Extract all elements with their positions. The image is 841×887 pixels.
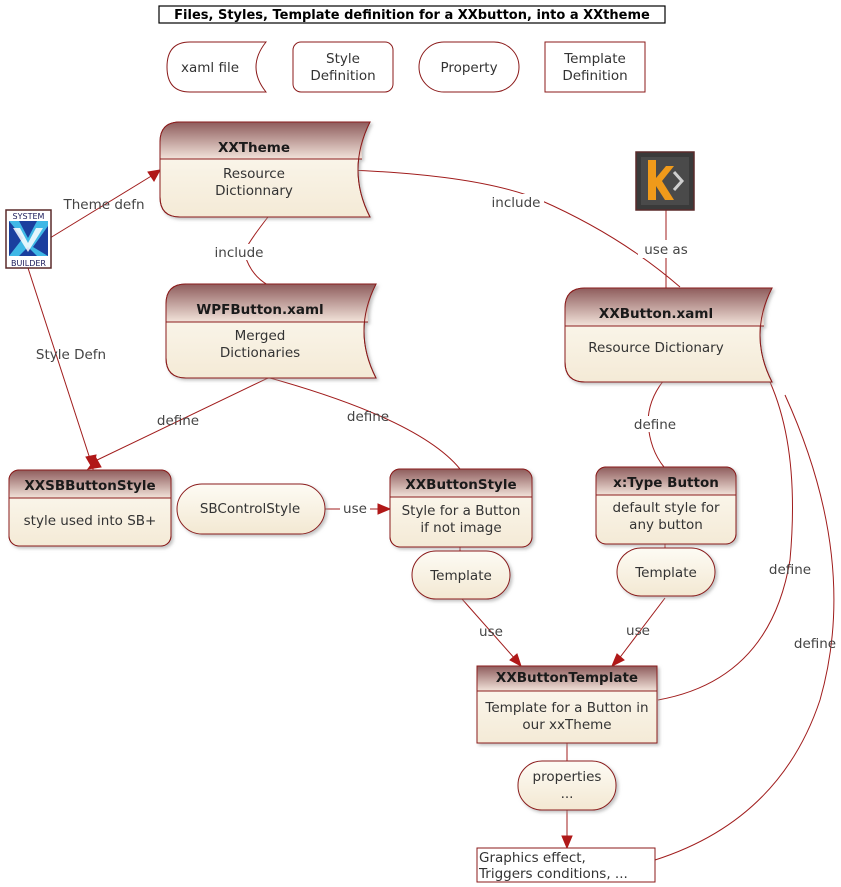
svg-text:default style for: default style for [612, 500, 719, 516]
legend-property: Property [418, 41, 520, 93]
legend: xaml file Style Definition Property Temp… [166, 41, 646, 93]
svg-text:Definition: Definition [310, 68, 375, 84]
node-xxsbbuttonstyle [8, 469, 172, 547]
svg-text:use: use [626, 623, 650, 639]
legend-template-definition: Template Definition [544, 41, 646, 93]
node-wpfbutton [165, 283, 377, 379]
edge-define-right [269, 377, 461, 470]
svg-text:any button: any button [629, 517, 703, 533]
edge-use-template-right [617, 597, 666, 661]
edges: Theme defn Style Defn include include us… [27, 169, 836, 861]
node-graphics [476, 847, 656, 883]
node-xxbuttontemplate [476, 665, 658, 744]
edge-define-graphics [654, 394, 835, 861]
node-xxbutton-xaml [564, 287, 773, 383]
edge-theme-defn [49, 174, 154, 239]
node-xxsbbuttonstyle-header: XXSBButtonStyle [24, 478, 155, 494]
svg-text:Definition: Definition [562, 68, 627, 84]
node-xxbuttonstyle-header: XXButtonStyle [405, 477, 516, 493]
node-xxbutton-xaml-header: XXButton.xaml [599, 306, 713, 322]
svg-text:if not image: if not image [420, 520, 501, 536]
svg-text:SYSTEM: SYSTEM [13, 212, 45, 221]
svg-text:define: define [769, 562, 811, 578]
system-builder-icon: SYSTEM BUILDER [5, 209, 52, 269]
node-properties [517, 760, 617, 811]
edge-define-template [657, 381, 793, 701]
svg-text:include: include [492, 195, 541, 211]
svg-text:Resource: Resource [223, 166, 285, 182]
node-xxtheme-header: XXTheme [218, 140, 290, 156]
node-xxtheme [159, 121, 371, 218]
svg-text:define: define [157, 413, 199, 429]
svg-text:Dictionaries: Dictionaries [220, 345, 300, 361]
edge-define-left [92, 377, 269, 463]
svg-text:Triggers conditions, ...: Triggers conditions, ... [478, 866, 628, 882]
svg-text:xaml file: xaml file [181, 60, 239, 76]
svg-text:BUILDER: BUILDER [11, 259, 46, 268]
node-template-left [411, 550, 511, 600]
svg-text:Theme defn: Theme defn [62, 197, 144, 213]
node-xtypebutton-header: x:Type Button [613, 475, 719, 491]
edge-style-defn [27, 267, 92, 463]
svg-text:Resource Dictionary: Resource Dictionary [588, 340, 723, 356]
legend-style-definition: Style Definition [292, 41, 394, 93]
svg-text:Property: Property [440, 60, 497, 76]
svg-text:use: use [343, 501, 367, 517]
svg-text:Template: Template [563, 51, 626, 67]
diagram-title: Files, Styles, Template definition for a… [158, 5, 666, 24]
svg-text:Merged: Merged [235, 328, 286, 344]
svg-text:Dictionnary: Dictionnary [215, 183, 293, 199]
node-wpfbutton-header: WPFButton.xaml [196, 302, 323, 318]
svg-text:Template for a Button in: Template for a Button in [484, 700, 648, 716]
edge-use-template-left [461, 598, 517, 661]
svg-text:Template: Template [429, 568, 492, 584]
svg-text:define: define [347, 409, 389, 425]
svg-text:our xxTheme: our xxTheme [522, 717, 611, 733]
svg-text:define: define [794, 636, 836, 652]
svg-text:properties: properties [533, 769, 602, 785]
node-xxbuttontemplate-header: XXButtonTemplate [496, 670, 638, 686]
node-xxbuttonstyle [389, 468, 533, 548]
svg-text:Graphics effect,: Graphics effect, [479, 850, 586, 866]
svg-text:Style: Style [326, 51, 360, 67]
svg-text:SBControlStyle: SBControlStyle [200, 501, 300, 517]
svg-text:use as: use as [644, 242, 688, 258]
svg-text:Files, Styles, Template defini: Files, Styles, Template definition for a… [174, 8, 650, 23]
svg-text:style used into SB+: style used into SB+ [24, 513, 157, 529]
svg-text:Style for a Button: Style for a Button [402, 503, 521, 519]
svg-text:use: use [479, 624, 503, 640]
node-sbcontrolstyle [176, 483, 326, 535]
legend-xaml-file: xaml file [166, 41, 268, 93]
node-xtypebutton [595, 466, 737, 545]
edge-include-xxbutton [347, 169, 681, 288]
svg-text:...: ... [561, 786, 574, 802]
svg-text:include: include [215, 245, 264, 261]
svg-text:Style Defn: Style Defn [36, 347, 106, 363]
svg-text:Template: Template [634, 565, 697, 581]
svg-text:define: define [634, 417, 676, 433]
k-logo-icon [635, 151, 695, 211]
node-template-right [616, 547, 716, 597]
